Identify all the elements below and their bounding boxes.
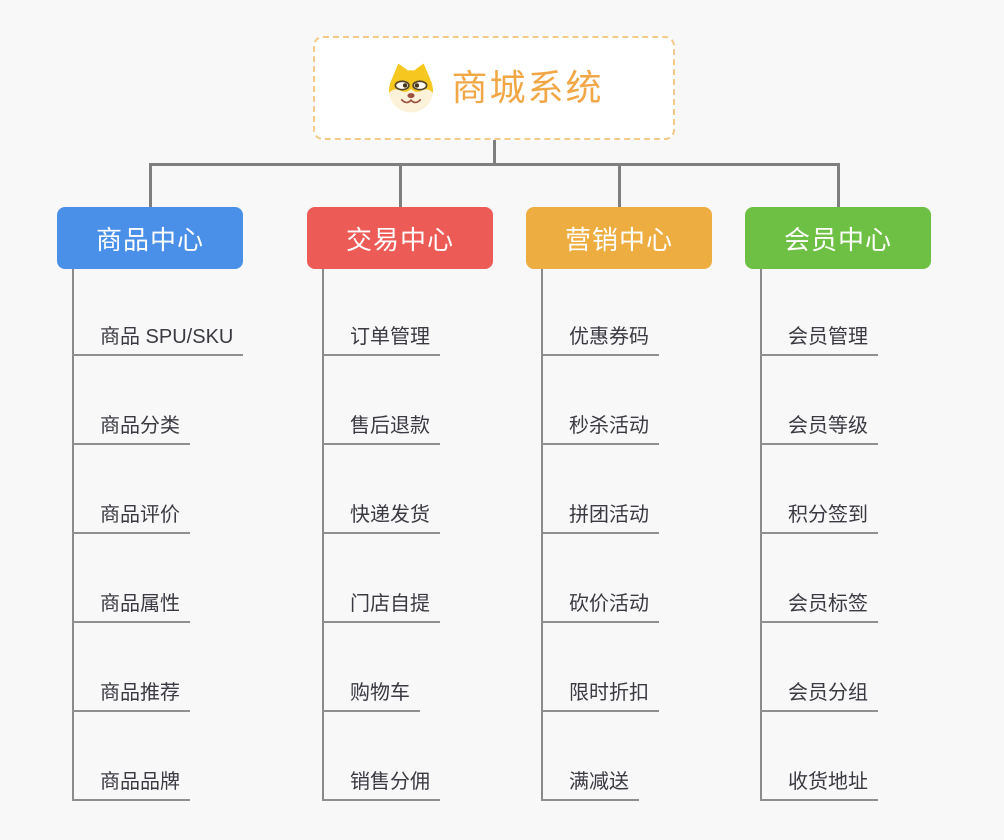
leaf-node[interactable]: 商品分类 [72, 405, 190, 445]
leaf-node[interactable]: 优惠券码 [541, 316, 659, 356]
leaf-node[interactable]: 购物车 [322, 672, 420, 712]
leaf-node[interactable]: 积分签到 [760, 494, 878, 534]
branch-trunk-line [760, 269, 762, 799]
leaf-node[interactable]: 秒杀活动 [541, 405, 659, 445]
branch-trunk-line [72, 269, 74, 799]
leaf-node[interactable]: 砍价活动 [541, 583, 659, 623]
leaf-node[interactable]: 商品推荐 [72, 672, 190, 712]
leaf-node[interactable]: 商品属性 [72, 583, 190, 623]
leaf-node[interactable]: 会员管理 [760, 316, 878, 356]
leaf-node[interactable]: 订单管理 [322, 316, 440, 356]
leaf-node[interactable]: 限时折扣 [541, 672, 659, 712]
branch-drop-connector [398, 163, 402, 209]
branch-node-4[interactable]: 会员中心 [745, 207, 931, 269]
leaf-node[interactable]: 商品品牌 [72, 761, 190, 801]
branch-drop-connector [148, 163, 152, 209]
leaf-node[interactable]: 门店自提 [322, 583, 440, 623]
leaf-node[interactable]: 快递发货 [322, 494, 440, 534]
branch-rail [148, 163, 840, 166]
leaf-node[interactable]: 会员等级 [760, 405, 878, 445]
leaf-node[interactable]: 售后退款 [322, 405, 440, 445]
leaf-node[interactable]: 收货地址 [760, 761, 878, 801]
branch-drop-connector [836, 163, 840, 209]
branch-node-1[interactable]: 商品中心 [57, 207, 243, 269]
branch-node-2[interactable]: 交易中心 [307, 207, 493, 269]
branch-trunk-line [322, 269, 324, 799]
leaf-node[interactable]: 拼团活动 [541, 494, 659, 534]
branch-drop-connector [617, 163, 621, 209]
leaf-node[interactable]: 会员标签 [760, 583, 878, 623]
root-connector [492, 140, 496, 166]
root-node[interactable]: 商城系统 [313, 36, 675, 140]
leaf-node[interactable]: 商品 SPU/SKU [72, 316, 244, 356]
leaf-node[interactable]: 商品评价 [72, 494, 190, 534]
leaf-node[interactable]: 销售分佣 [322, 761, 440, 801]
branch-node-3[interactable]: 营销中心 [526, 207, 712, 269]
doge-dog-icon [384, 61, 438, 115]
root-title: 商城系统 [451, 67, 604, 108]
leaf-node[interactable]: 会员分组 [760, 672, 878, 712]
branch-trunk-line [541, 269, 543, 799]
leaf-node[interactable]: 满减送 [541, 761, 639, 801]
